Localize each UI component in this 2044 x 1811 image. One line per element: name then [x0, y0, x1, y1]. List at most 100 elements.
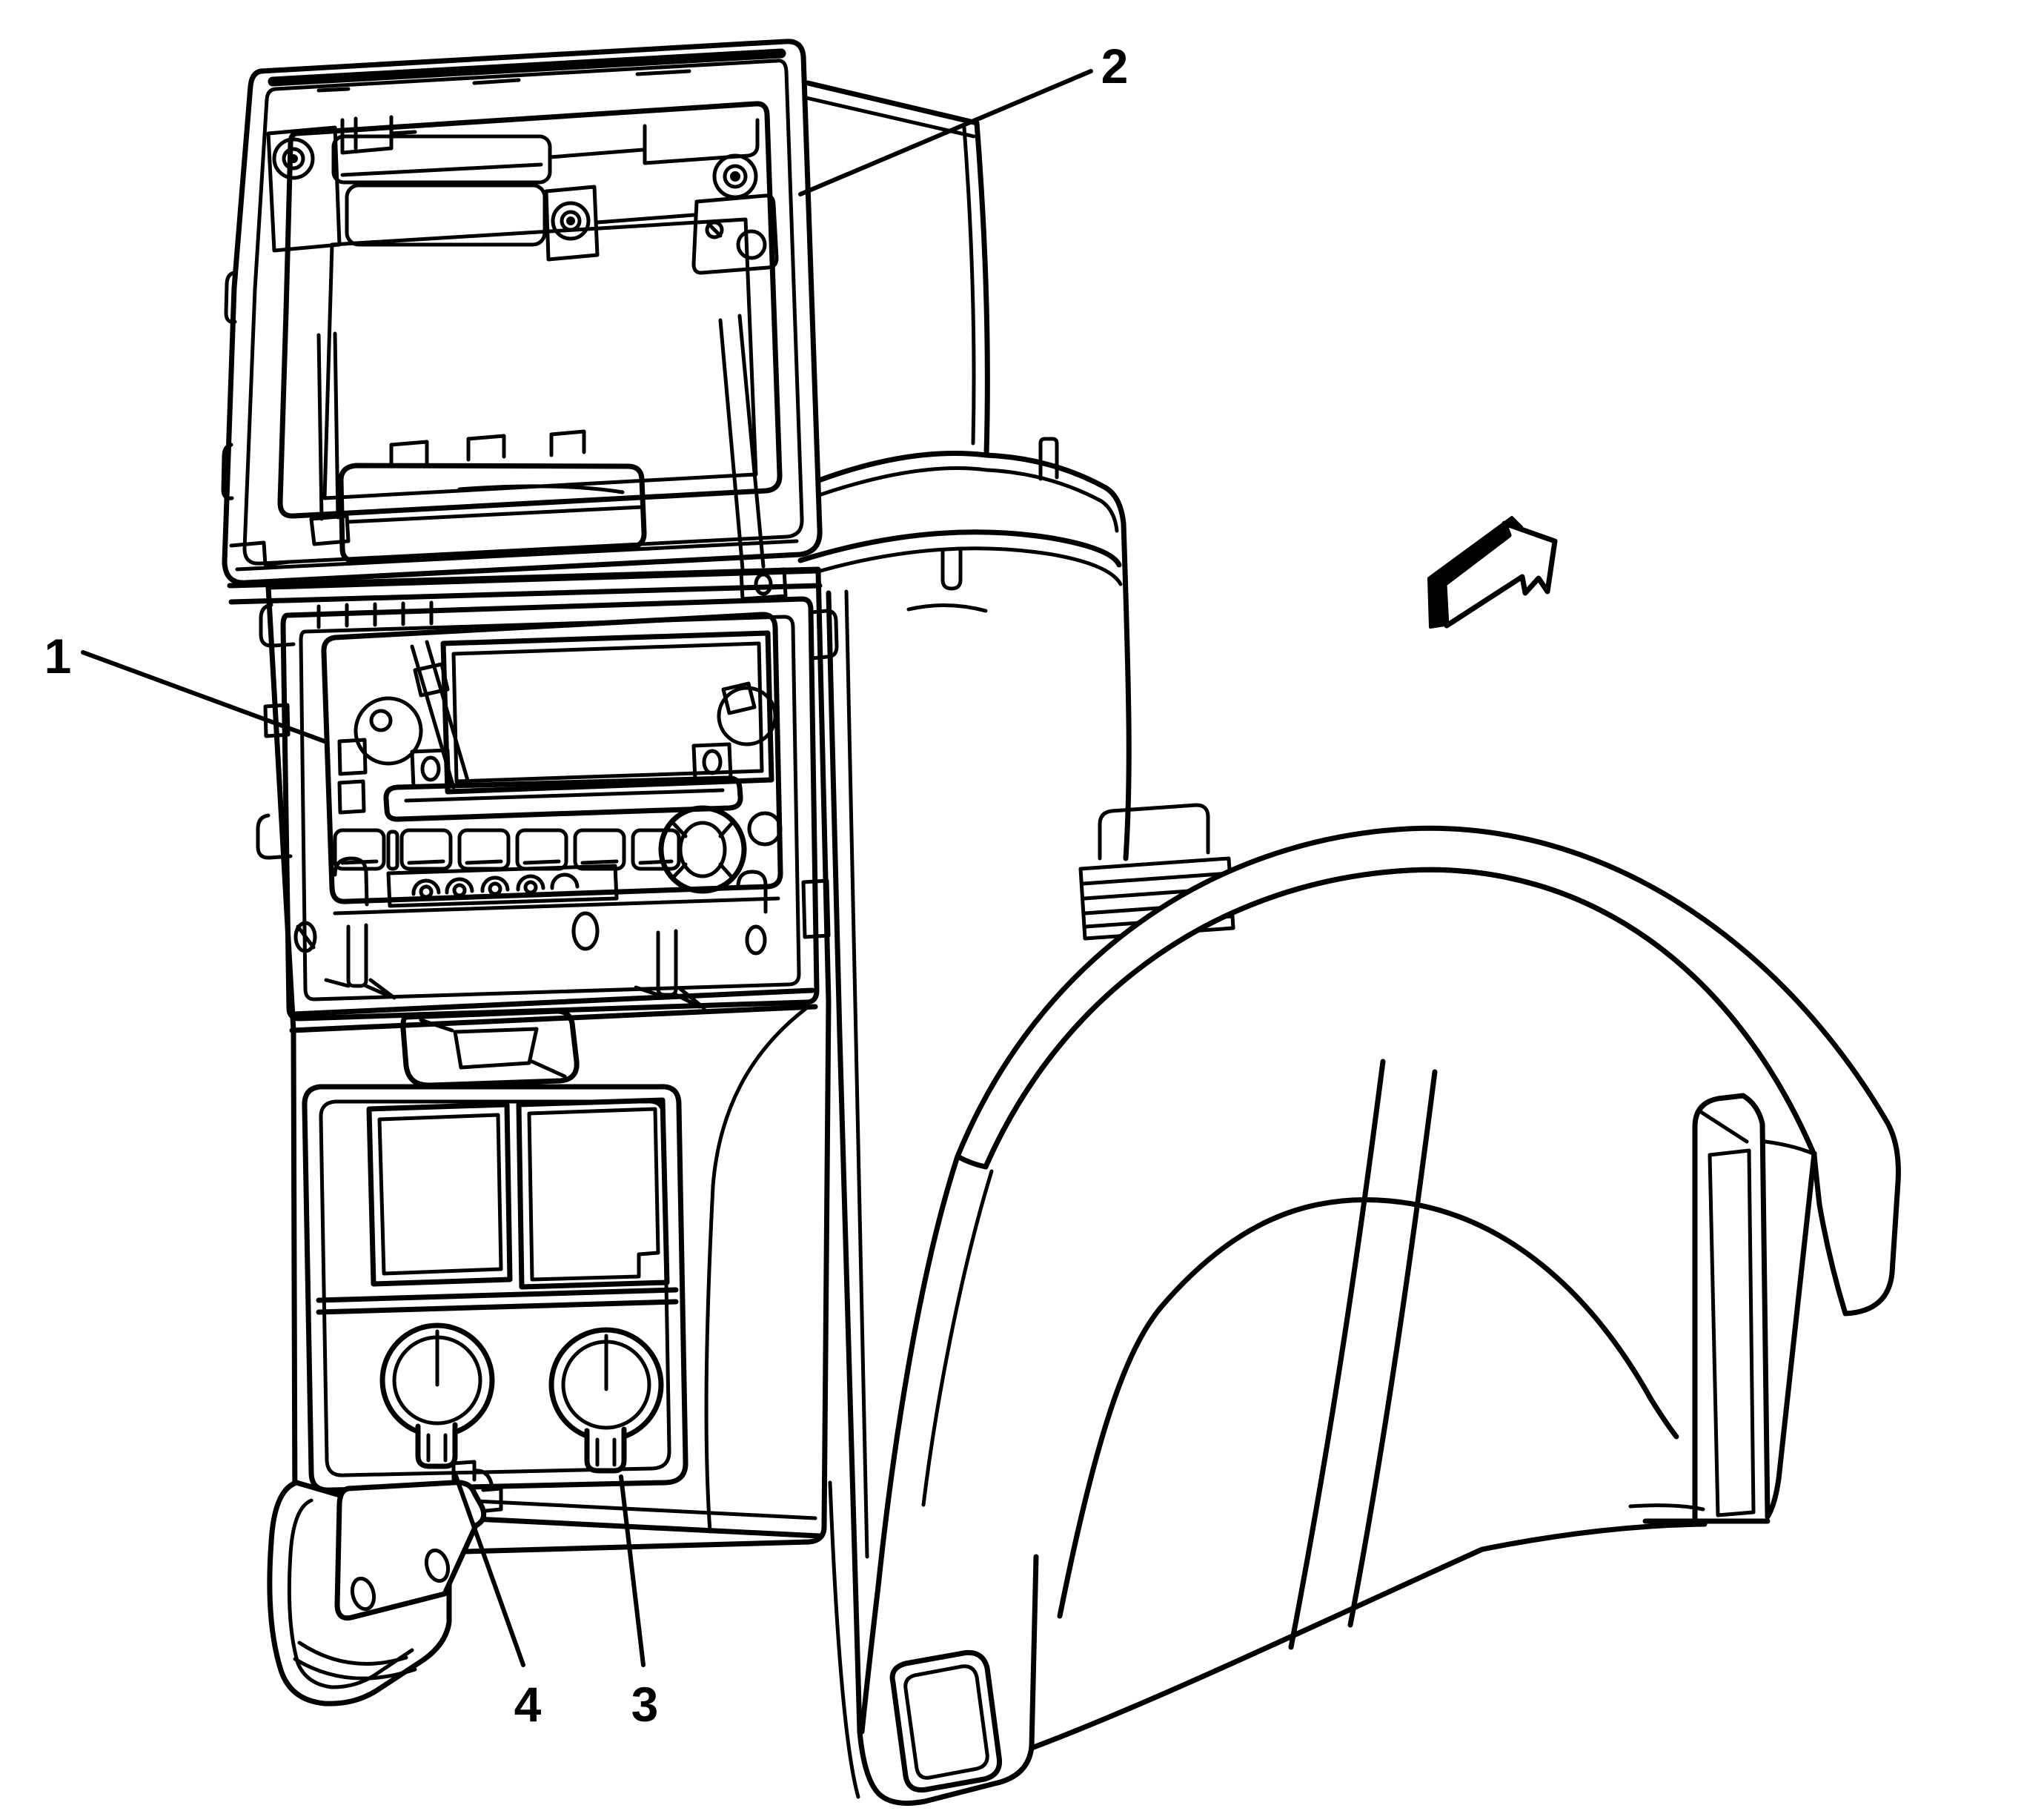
lip-bracket-screw	[754, 572, 773, 596]
callout-3-label: 3	[631, 1677, 659, 1732]
door-top-band	[268, 48, 786, 87]
check-strap-left	[309, 331, 351, 546]
leader-line-4	[453, 1471, 525, 1667]
body-left-edge-inner	[844, 589, 869, 1559]
knob-left-tab	[415, 1422, 458, 1469]
shelf-lip	[289, 987, 818, 1033]
panel-window-right	[516, 1097, 670, 1290]
frame-clips-left	[256, 603, 296, 860]
radio-nut-right	[721, 681, 757, 715]
hinge-plate-left	[266, 125, 342, 253]
shelf-screw	[293, 921, 317, 953]
handle-recess	[400, 1008, 580, 1088]
radio-button	[333, 828, 386, 871]
frame-clips-right	[801, 609, 839, 939]
hinge-channel-right	[643, 118, 760, 165]
radio-knob-inner	[678, 821, 727, 878]
latch-housing-lines	[346, 484, 644, 524]
body-front-lip-inner	[798, 546, 1123, 586]
bracket-plate	[334, 1480, 487, 1621]
hinge-rod-lower	[345, 183, 547, 247]
center-screw-center	[566, 216, 575, 225]
body-corner-edge	[974, 120, 990, 457]
radio-boss-right	[717, 686, 777, 746]
panel-window-left	[366, 1102, 513, 1287]
shelf-screw-slot	[296, 924, 316, 950]
vent-slats	[1081, 871, 1235, 929]
front-top-lip	[227, 566, 823, 605]
body-crease-dash	[906, 603, 988, 613]
leader-line-3	[619, 1474, 646, 1667]
storage-door	[221, 39, 823, 586]
radio-bottom-line	[333, 896, 780, 916]
center-screw-plate	[544, 185, 600, 262]
door-top-ticks	[316, 69, 691, 93]
preset-dot	[523, 880, 538, 895]
side-skirt-crease	[921, 1169, 994, 1507]
radio-boss-left-pin	[369, 709, 393, 732]
direction-arrow-icon	[1427, 516, 1558, 629]
guide-post-left-base	[324, 978, 396, 1000]
preset-dot	[488, 881, 502, 896]
arrow-face	[1441, 520, 1558, 629]
hinge-hardware	[266, 115, 779, 275]
panel-bezel	[302, 1084, 688, 1493]
radio-small-button	[747, 811, 783, 847]
body-front-lip	[797, 529, 1122, 568]
front-console	[227, 566, 839, 1558]
latch-tabs	[389, 429, 586, 468]
knob-right-tab	[584, 1426, 627, 1474]
guide-post-left	[346, 923, 368, 988]
body-top-surface	[816, 451, 1126, 526]
radio-bezel	[321, 612, 783, 904]
accessory-knob-left	[379, 1322, 495, 1469]
body-top-edge	[805, 80, 980, 126]
front-console-silhouette	[265, 568, 832, 1558]
panel-window-left-inner	[377, 1113, 503, 1276]
hinge-rod-upper-line	[340, 162, 543, 177]
foot-contour	[828, 1480, 860, 1799]
body-right-edge	[1121, 520, 1132, 861]
radio-display	[440, 630, 774, 795]
hinge-bracket-right	[691, 193, 779, 275]
bracket-foot-inner	[287, 1498, 414, 1689]
pin	[1038, 437, 1059, 481]
bracket-hole-lower	[350, 1576, 376, 1612]
bracket-hole-upper	[424, 1548, 451, 1583]
knob-left-tab-lines	[426, 1433, 448, 1463]
radio-tab-left-hole	[420, 755, 441, 782]
cd-slot	[383, 775, 743, 822]
callouts: 1 2 3 4	[44, 39, 1129, 1732]
hinge-screw-left-inner	[282, 147, 305, 170]
console-body	[797, 80, 1235, 1735]
door-outline	[222, 39, 823, 586]
callout-2-label: 2	[1101, 39, 1129, 93]
hinge-rod-upper	[331, 134, 552, 185]
opening-frame-outer	[280, 596, 820, 1022]
lip-bracket	[739, 567, 788, 601]
bracket-bottom-curves	[293, 1641, 417, 1681]
body-corner-edge-inner	[962, 125, 976, 446]
bracket-hole	[736, 229, 767, 260]
notch-window	[1708, 1148, 1756, 1517]
accessory-knob-right	[548, 1327, 664, 1474]
shelf-screw-right	[745, 924, 767, 956]
body-foot	[828, 1480, 1039, 1806]
center-screw-inner	[560, 210, 582, 232]
center-screw	[551, 201, 591, 241]
hinge-screw-left	[272, 137, 315, 180]
end-knobs	[333, 856, 768, 914]
door-latch-area	[338, 429, 647, 564]
radio-button-sliver	[386, 830, 399, 871]
vent-outline	[1078, 856, 1235, 941]
preset-band	[386, 864, 619, 908]
duct-hole-inner	[903, 1664, 989, 1780]
radio-knob-petals	[671, 821, 734, 880]
body-left-edge	[826, 590, 863, 1735]
notch-hatch	[1699, 1110, 1749, 1144]
top-bracket	[1098, 803, 1210, 861]
leader-line-2	[798, 69, 1093, 196]
radio-tab-right-hole	[702, 749, 723, 775]
